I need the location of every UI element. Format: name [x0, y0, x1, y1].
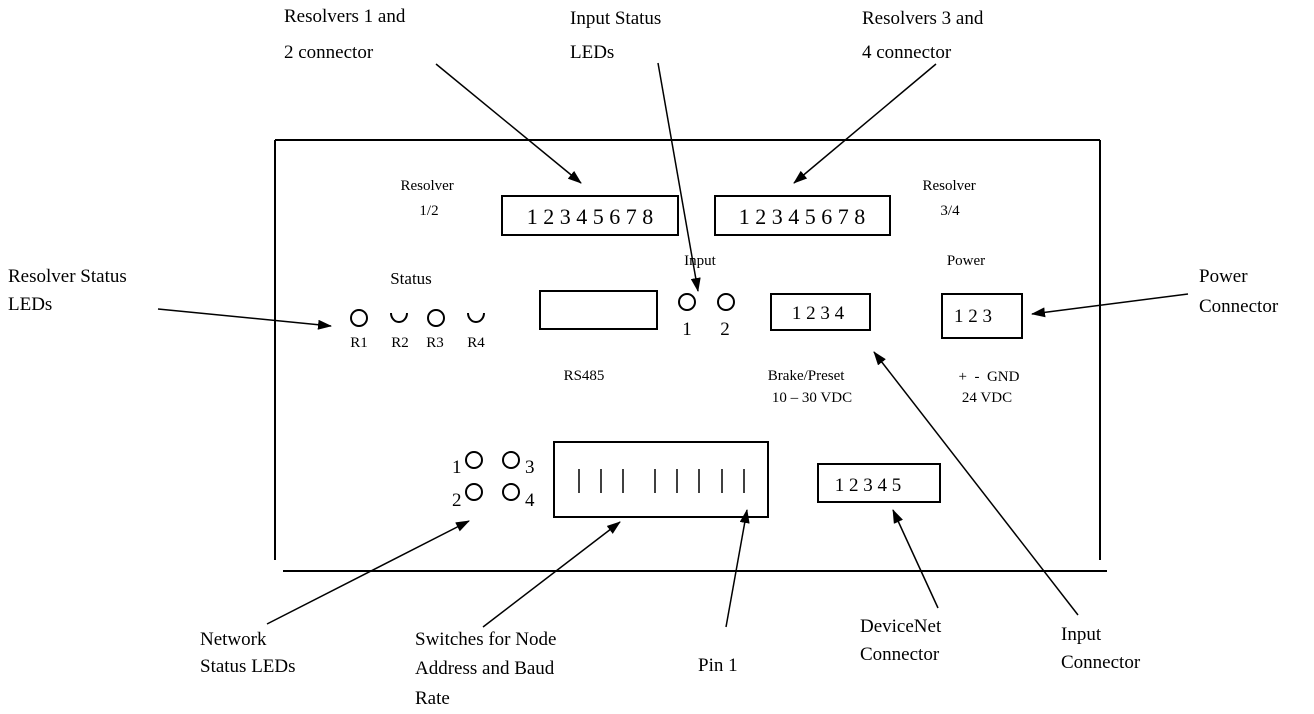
input-led-2-label: 2 [720, 319, 730, 340]
arrow-power-connector [1031, 293, 1189, 318]
power-voltage-label: 24 VDC [962, 390, 1012, 406]
arrow-switches [482, 521, 621, 628]
arrow-devicenet-connector [892, 509, 939, 609]
devicenet-connector-pins: 1 2 3 4 5 [835, 475, 902, 496]
status-led-r3: R3 [426, 309, 445, 351]
status-label: Status [390, 269, 432, 288]
arrow-resolvers-12 [435, 63, 582, 184]
power-label: Power [947, 253, 985, 269]
status-led-r1: R1 [350, 309, 368, 351]
network-led-1-label: 1 [452, 457, 462, 478]
status-led-r3-label: R3 [426, 335, 444, 351]
arrow-network-status-leds [266, 520, 470, 625]
power-connector: 1 2 3 [941, 293, 1023, 339]
input-label: Input [684, 253, 716, 269]
network-led-1 [465, 451, 483, 469]
input-led-1: 1 [678, 293, 696, 340]
arrow-resolver-status-leds [157, 308, 332, 330]
arrow-pin1 [725, 509, 750, 628]
status-led-r4: R4 [467, 312, 485, 351]
input-status-leds: 1 2 [678, 293, 735, 340]
resolver-12-label: Resolver 1/2 [400, 178, 457, 219]
rs485-connector [539, 290, 658, 330]
network-led-2-label: 2 [452, 490, 462, 511]
status-led-r2: R2 [390, 312, 409, 351]
dip-switches [578, 469, 745, 493]
network-led-4-label: 4 [525, 490, 535, 511]
resolver-12-pins: 1 2 3 4 5 6 7 8 [527, 204, 654, 229]
input-connector: 1 2 3 4 [770, 293, 871, 331]
module-enclosure [274, 139, 1107, 572]
callout-devicenet-connector: DeviceNet Connector [860, 616, 946, 665]
callout-power-connector: Power Connector [1199, 266, 1279, 317]
network-led-2 [465, 483, 483, 501]
input-led-1-label: 1 [682, 319, 692, 340]
network-led-3-label: 3 [525, 457, 535, 478]
resolver-34-pins: 1 2 3 4 5 6 7 8 [739, 204, 866, 229]
status-led-r2-label: R2 [391, 335, 409, 351]
input-led-2: 2 [717, 293, 735, 340]
callout-resolvers-12: Resolvers 1 and 2 connector [284, 6, 410, 63]
network-status-leds: 1 3 2 4 [452, 451, 535, 511]
callout-resolvers-34: Resolvers 3 and 4 connector [862, 8, 988, 63]
resolver-34-label: Resolver 3/4 [922, 178, 979, 219]
callout-input-status-leds: Input Status LEDs [570, 8, 666, 63]
arrow-input-status-leds [657, 62, 701, 292]
callout-switches: Switches for Node Address and Baud Rate [415, 629, 561, 709]
dip-switch-block [553, 441, 769, 518]
status-led-r1-label: R1 [350, 335, 368, 351]
network-led-3 [502, 451, 520, 469]
callout-network-status-leds: Network Status LEDs [200, 629, 296, 677]
input-connector-pins: 1 2 3 4 [792, 303, 845, 324]
resolver-12-connector: 1 2 3 4 5 6 7 8 [501, 195, 679, 236]
arrow-resolvers-34 [793, 63, 937, 184]
brake-preset-label: Brake/Preset 10 – 30 VDC [768, 368, 852, 406]
rs485-label: RS485 [564, 368, 605, 384]
callout-pin1: Pin 1 [698, 655, 738, 676]
devicenet-connector: 1 2 3 4 5 [817, 463, 941, 503]
network-led-4 [502, 483, 520, 501]
arrow-input-connector [873, 351, 1079, 616]
resolver-status-leds: R1 R2 R3 R4 [350, 309, 485, 351]
power-polarity-label: + - GND [959, 369, 1020, 385]
resolver-34-connector: 1 2 3 4 5 6 7 8 [714, 195, 891, 236]
power-connector-pins: 1 2 3 [954, 306, 992, 327]
callout-input-connector: Input Connector [1061, 624, 1141, 673]
status-led-r4-label: R4 [467, 335, 485, 351]
callout-resolver-status-leds: Resolver Status LEDs [8, 266, 132, 315]
